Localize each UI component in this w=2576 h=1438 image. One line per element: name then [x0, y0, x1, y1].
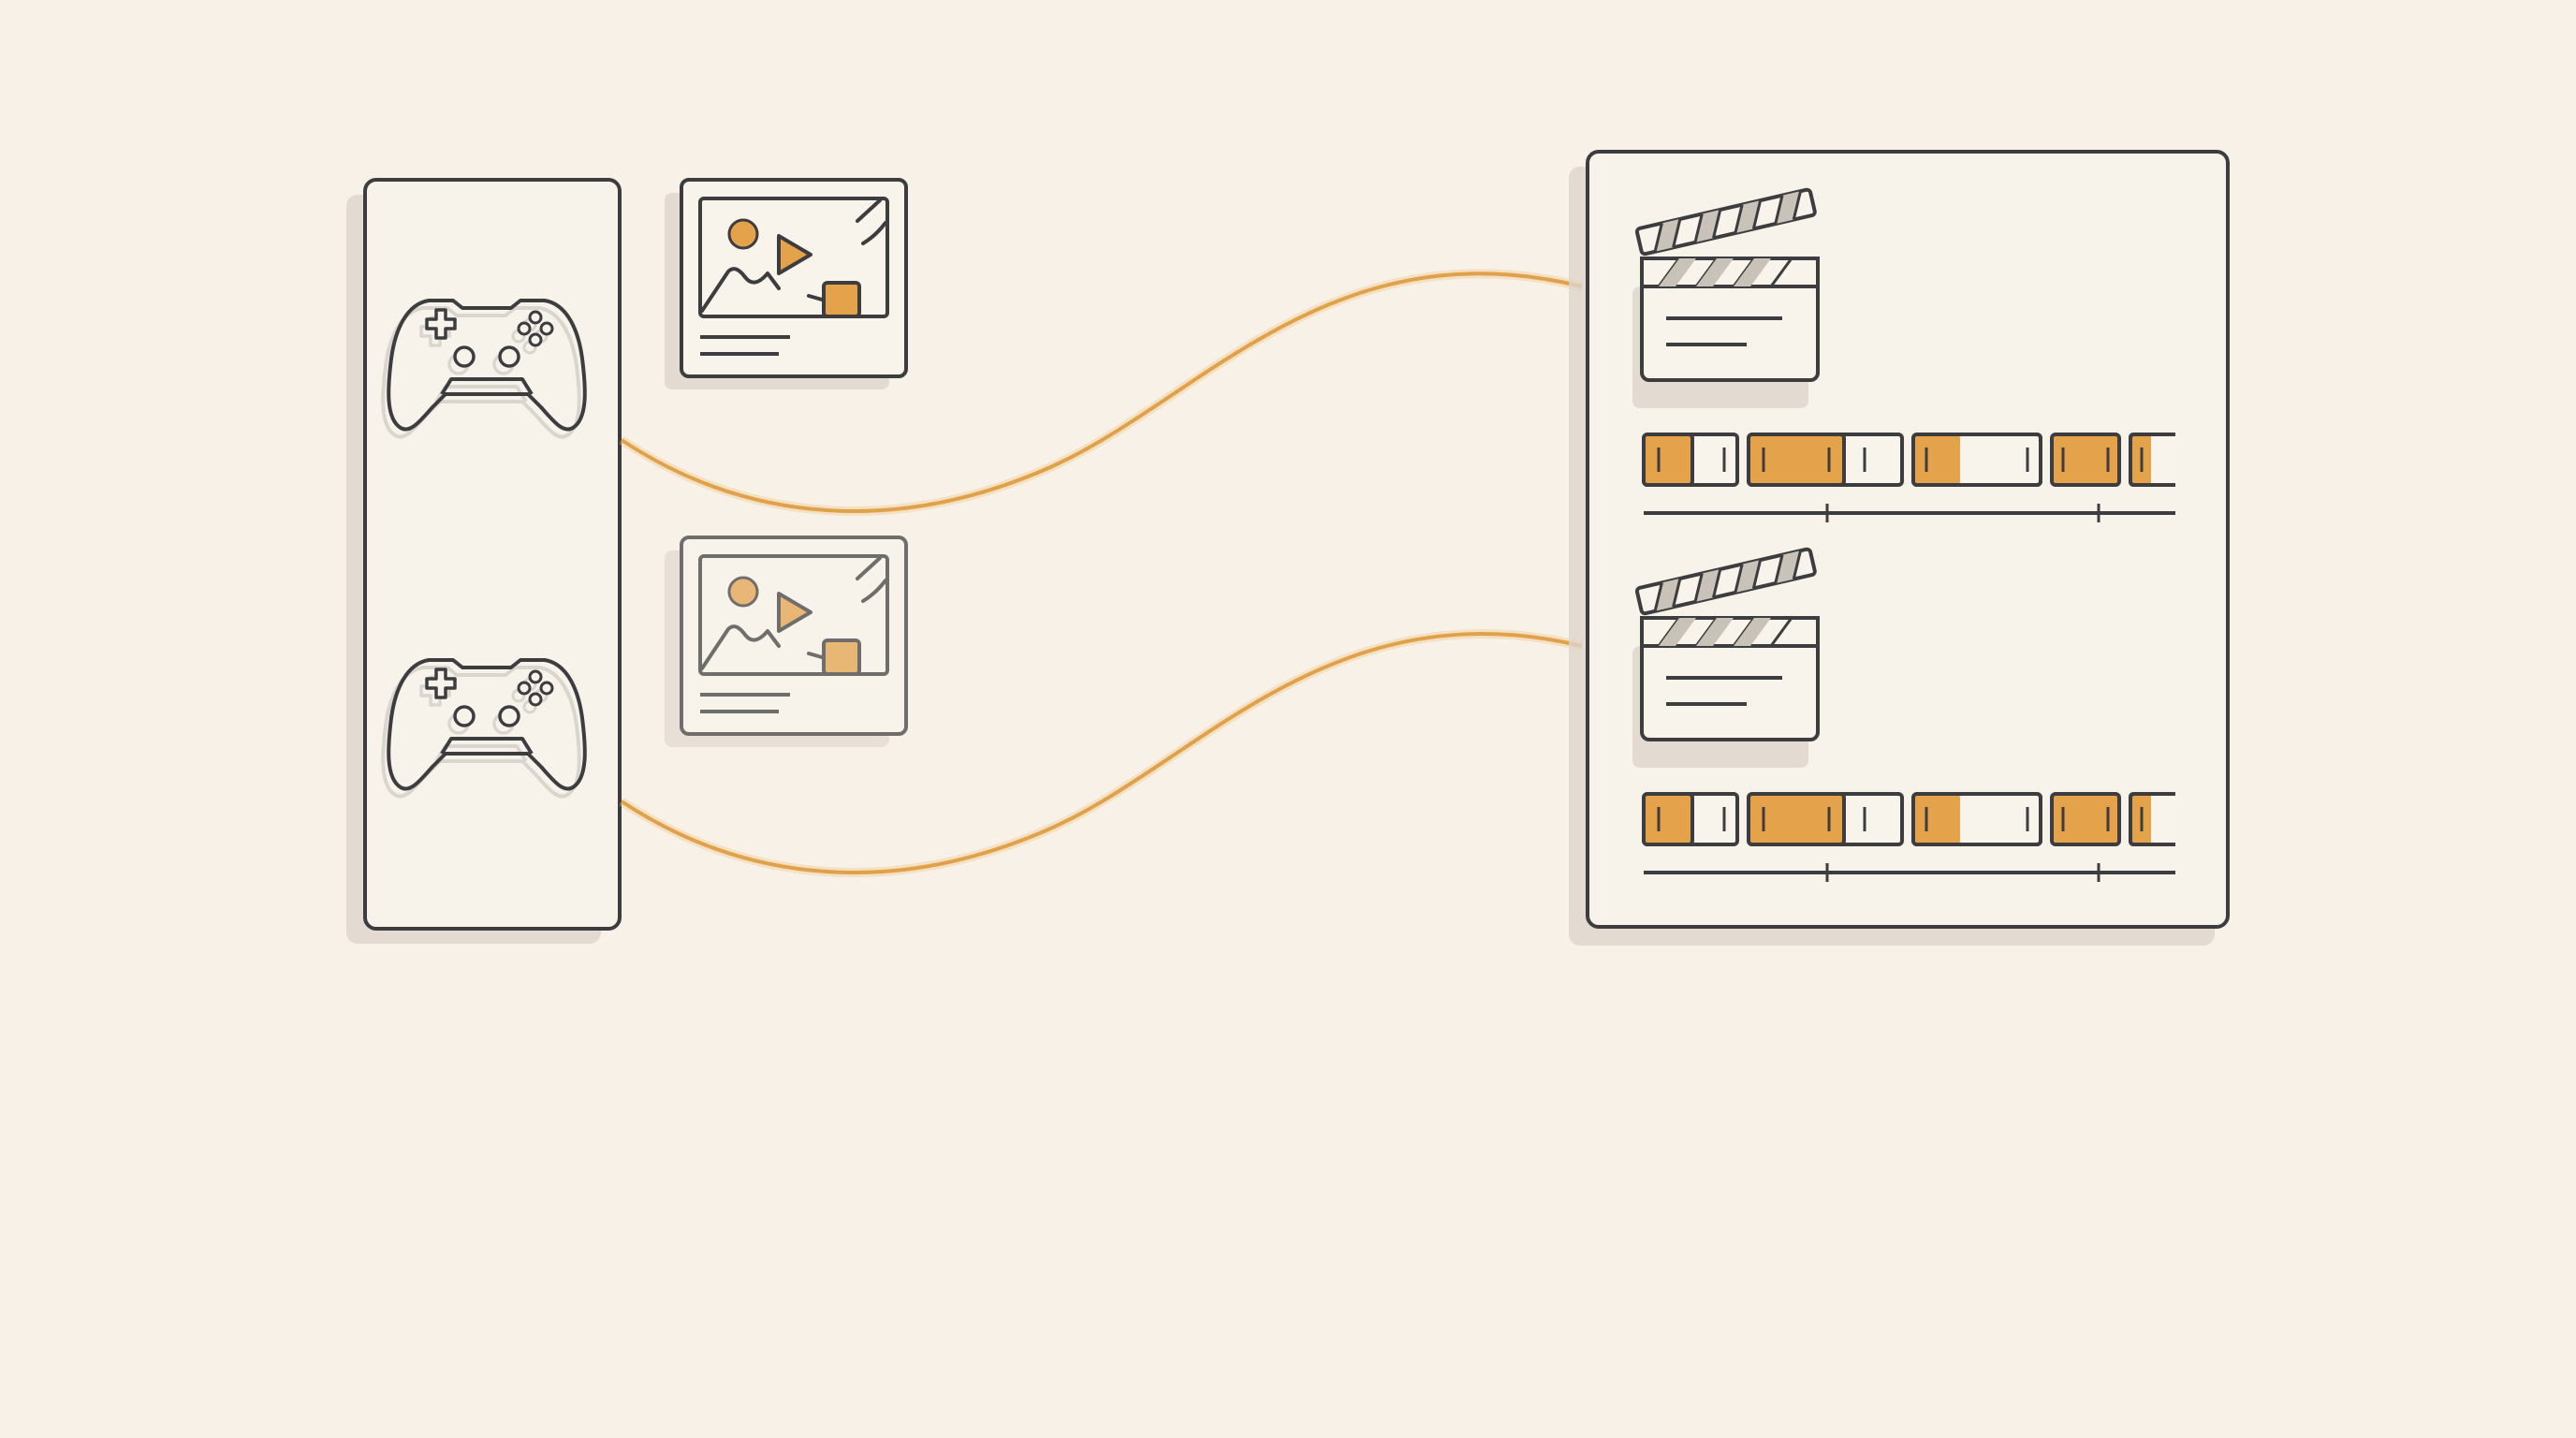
image-video-icon	[680, 178, 908, 378]
media-card-faded	[665, 536, 908, 747]
connector-lines	[619, 269, 1584, 877]
output-panel	[1569, 150, 2230, 946]
image-video-icon	[680, 536, 908, 736]
clip-group	[1632, 186, 2177, 524]
source-panel	[346, 178, 622, 944]
clip-group	[1632, 546, 2177, 884]
connector-line	[620, 632, 1583, 874]
connector-line	[620, 271, 1583, 513]
media-card	[665, 178, 908, 389]
